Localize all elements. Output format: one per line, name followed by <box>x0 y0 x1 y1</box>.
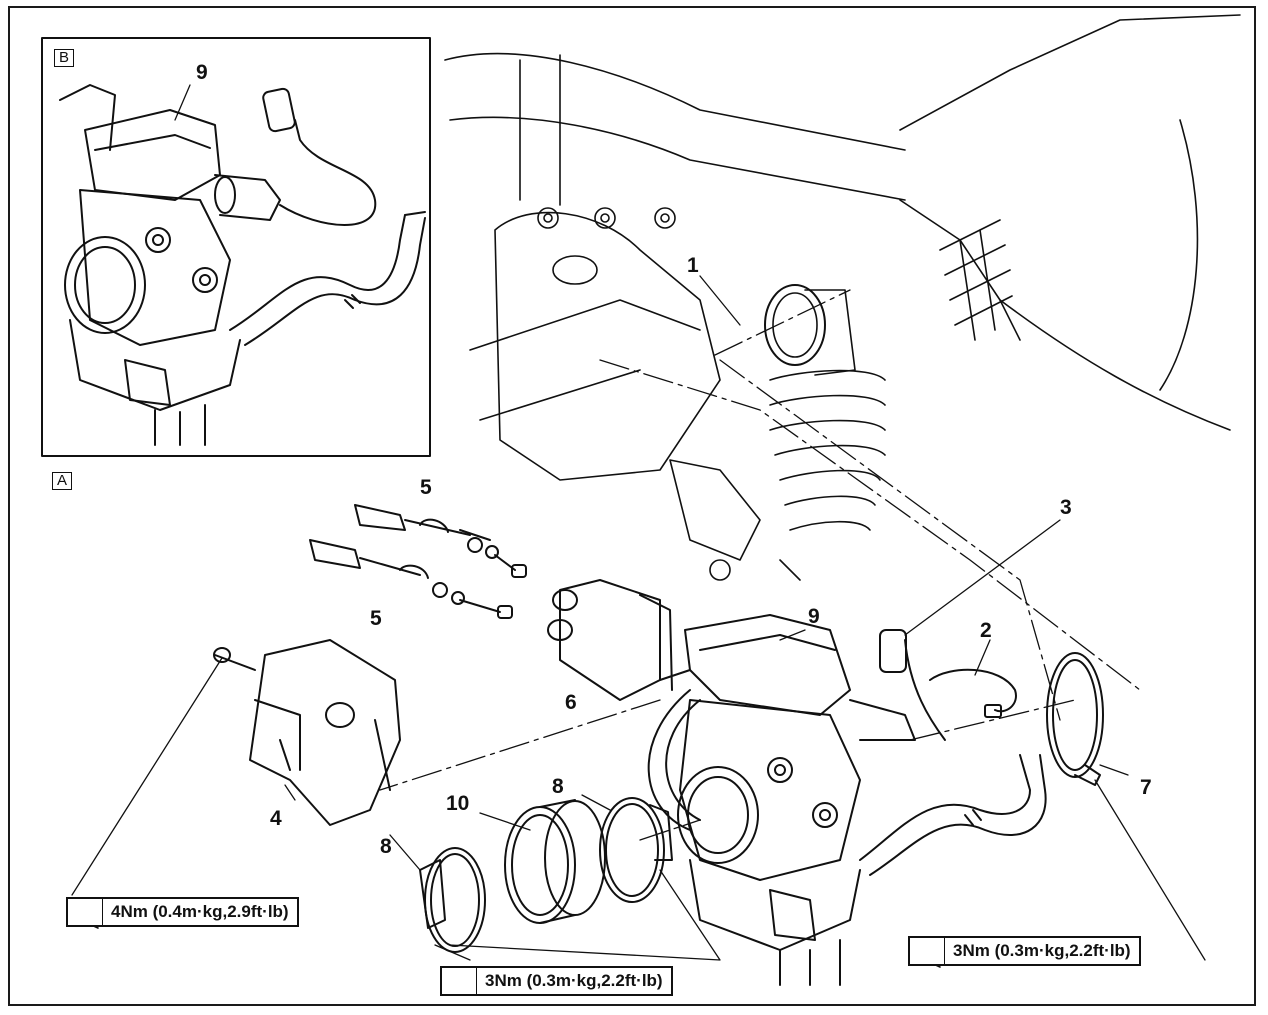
callout-10: 10 <box>446 792 470 815</box>
inset-carburetor <box>59 84 426 446</box>
throttle-cables <box>309 504 527 619</box>
diagram-frame <box>8 6 1256 1006</box>
main-carburetor <box>647 614 1047 986</box>
view-label-b: B <box>54 49 74 67</box>
torque-wrench-icon <box>442 968 477 994</box>
callout-9-main: 9 <box>808 605 820 628</box>
inset-view-b <box>41 37 431 457</box>
frame-and-engine <box>444 14 1241 581</box>
torque-spec-value: 3Nm (0.3m·kg,2.2ft·lb) <box>485 971 663 990</box>
callout-3: 3 <box>1060 496 1072 519</box>
callout-7: 7 <box>1140 776 1152 799</box>
intake-joint <box>504 799 606 924</box>
callout-8-right: 8 <box>552 775 564 798</box>
callout-5-lower: 5 <box>370 607 382 630</box>
callout-8-left: 8 <box>380 835 392 858</box>
cable-bracket <box>547 579 691 701</box>
callout-6: 6 <box>565 691 577 714</box>
clamp-8-left <box>419 847 486 953</box>
carburetor-cover <box>213 639 401 826</box>
torque-spec-value: 3Nm (0.3m·kg,2.2ft·lb) <box>953 941 1131 960</box>
clamp-2 <box>929 668 1017 718</box>
torque-spec-part-8: 3Nm (0.3m·kg,2.2ft·lb) <box>440 966 673 996</box>
clamp-8-right <box>599 797 673 903</box>
callout-4: 4 <box>270 807 282 830</box>
callout-1: 1 <box>687 254 699 277</box>
callout-5-upper: 5 <box>420 476 432 499</box>
callout-2: 2 <box>980 619 992 642</box>
torque-spec-part-4: 4Nm (0.4m·kg,2.9ft·lb) <box>66 897 299 927</box>
torque-wrench-icon <box>68 899 103 925</box>
torque-spec-value: 4Nm (0.4m·kg,2.9ft·lb) <box>111 902 289 921</box>
callout-9-inset: 9 <box>196 61 208 84</box>
view-label-a: A <box>52 472 72 490</box>
torque-spec-part-7: 3Nm (0.3m·kg,2.2ft·lb) <box>908 936 1141 966</box>
clamp-7 <box>1046 652 1104 786</box>
torque-wrench-icon <box>910 938 945 964</box>
leader-lines <box>71 84 1206 961</box>
